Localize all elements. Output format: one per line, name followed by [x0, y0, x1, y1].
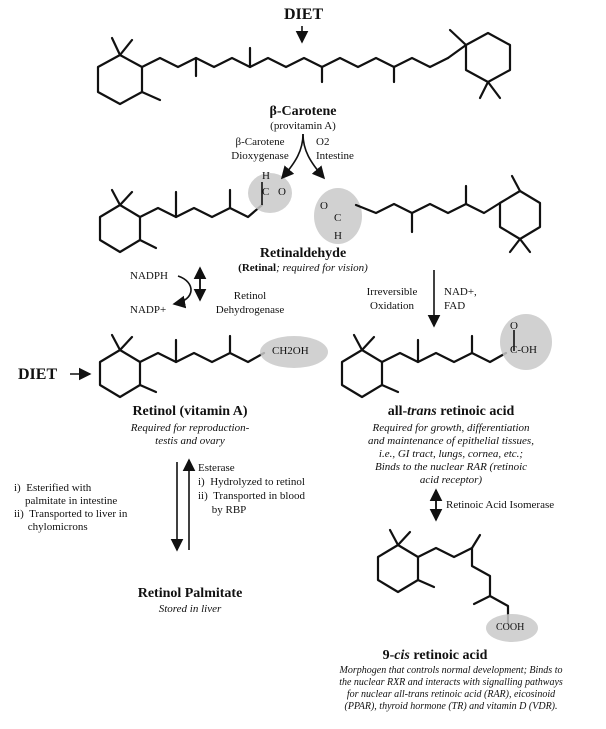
- all-trans-desc-3: Binds to the nuclear RAR (retinoic: [374, 461, 528, 473]
- retinol-desc2: testis and ovary: [155, 435, 225, 447]
- nine-cis-desc-1: the nuclear RXR and interacts with signa…: [339, 677, 563, 688]
- isomerase-label: Retinoic Acid Isomerase: [446, 499, 555, 511]
- aldehyde-o-right: O: [320, 200, 328, 212]
- oxidation-line2: Oxidation: [370, 300, 414, 312]
- oxidation-line1: Irreversible: [366, 286, 418, 298]
- retinol-desc1: Required for reproduction-: [130, 422, 250, 434]
- nadp-label: NADP+: [130, 304, 167, 316]
- beta-carotene-label: β-Carotene: [269, 104, 337, 119]
- esterase-0: Esterase: [198, 462, 235, 474]
- nadph-label: NADPH: [130, 270, 168, 282]
- aldehyde-o-left: O: [278, 186, 286, 198]
- aldehyde-h-right: H: [334, 230, 342, 242]
- esterase-3: by RBP: [198, 504, 247, 516]
- retinaldehyde-right-structure: [314, 174, 542, 254]
- diet-left-label: DIET: [18, 366, 58, 383]
- oxygen-label: O2: [316, 136, 330, 148]
- esterification-2: ii) Transported to liver in: [14, 508, 128, 520]
- retinaldehyde-label: Retinaldehyde: [259, 246, 347, 261]
- esterification-0: i) Esterified with: [14, 482, 92, 494]
- retinaldehyde-left-structure: [98, 173, 292, 254]
- nine-cis-desc-2: for nuclear all-trans retinoic acid (RAR…: [346, 689, 556, 700]
- esterase-2: ii) Transported in blood: [198, 490, 305, 502]
- nine-cis-label: 9-cis retinoic acid: [382, 648, 488, 663]
- cooh-label: COOH: [496, 622, 525, 633]
- diet-top-label: DIET: [284, 6, 324, 23]
- reaction-arrows: [70, 26, 443, 552]
- nadph-cycle-arrow: [172, 275, 192, 309]
- acid-coh-label: C-OH: [510, 344, 537, 356]
- all-trans-retinoic-acid-structure: [340, 314, 552, 399]
- retinol-palmitate-desc: Stored in liver: [158, 603, 222, 615]
- esterification-1: palmitate in intestine: [14, 495, 118, 507]
- nine-cis-desc-0: Morphogen that controls normal developme…: [339, 665, 563, 676]
- all-trans-desc-1: and maintenance of epithelial tissues,: [368, 435, 534, 447]
- aldehyde-c-left: C: [262, 186, 270, 198]
- nine-cis-retinoic-acid-structure: [376, 528, 538, 642]
- nad-label: NAD+,: [444, 286, 477, 298]
- dehydrogenase-line2: Dehydrogenase: [215, 304, 285, 316]
- all-trans-desc-0: Required for growth, differentiation: [372, 422, 530, 434]
- aldehyde-h-left: H: [262, 170, 270, 182]
- intestine-label: Intestine: [316, 150, 354, 162]
- cleavage-arrow-right: [302, 133, 326, 180]
- retinol-structure: [98, 333, 328, 399]
- esterification-3: chylomicrons: [14, 521, 88, 533]
- retinol-label: Retinol (vitamin A): [132, 404, 248, 419]
- retinal-bold: (Retinal: [238, 262, 277, 274]
- all-trans-desc-4: acid receptor): [419, 474, 483, 486]
- all-trans-desc-2: i.e., GI tract, lungs, cornea, etc.;: [378, 448, 524, 460]
- acid-o-label: O: [510, 320, 518, 332]
- retinol-palmitate-label: Retinol Palmitate: [137, 586, 243, 601]
- beta-carotene-sub: (provitamin A): [270, 120, 336, 132]
- aldehyde-c-right: C: [334, 212, 342, 224]
- dehydrogenase-line1: Retinol: [233, 290, 267, 302]
- dioxygenase-line2: Dioxygenase: [231, 150, 289, 162]
- all-trans-label: all-trans retinoic acid: [387, 404, 515, 419]
- retinal-rest: ; required for vision): [276, 262, 368, 274]
- dioxygenase-line1: β-Carotene: [235, 136, 285, 148]
- ch2oh-label: CH2OH: [272, 345, 309, 357]
- nine-cis-desc-3: (PPAR), thyroid hormone (TR) and vitamin…: [344, 701, 558, 712]
- retinaldehyde-sub: (Retinal; required for vision): [195, 262, 411, 275]
- esterase-1: i) Hydrolyzed to retinol: [198, 476, 305, 488]
- fad-label: FAD: [444, 300, 466, 312]
- beta-carotene-structure: [96, 28, 512, 106]
